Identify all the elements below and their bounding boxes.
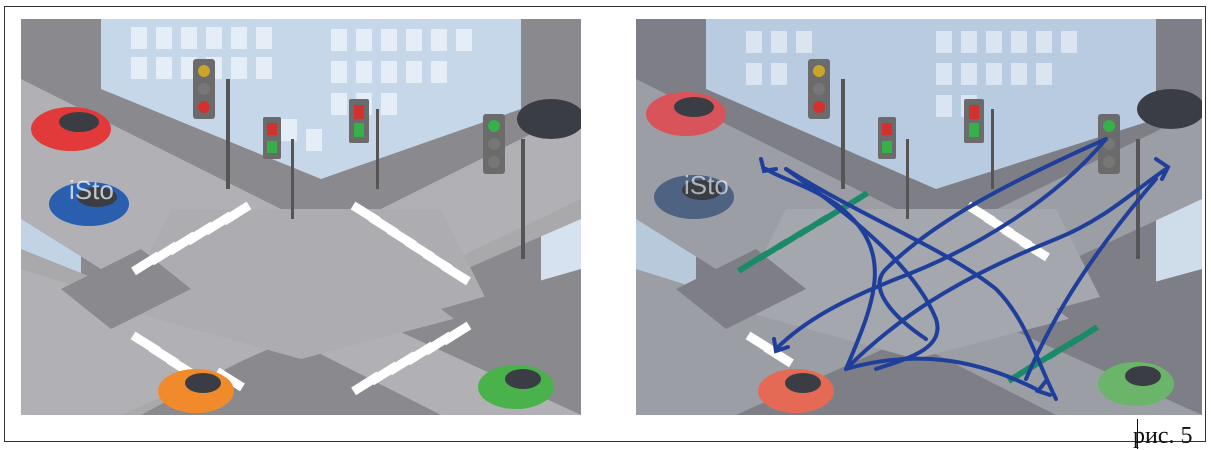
car-icon	[158, 369, 234, 413]
watermark: iSto	[684, 170, 729, 200]
car-icon	[1098, 362, 1174, 406]
figure-caption: рис. 5	[1133, 423, 1193, 450]
car-icon	[478, 365, 554, 409]
intersection-scene-right: iSto	[636, 19, 1202, 415]
car-icon	[646, 92, 726, 136]
car-icon	[758, 369, 834, 413]
text-cursor	[1137, 419, 1138, 449]
car-icon	[31, 107, 111, 151]
intersection-illustration-left: iSto	[21, 19, 581, 415]
intersection-scene-left: iSto	[21, 19, 581, 415]
intersection-illustration-right: iSto	[636, 19, 1202, 415]
watermark: iSto	[69, 175, 114, 205]
figure-frame: iSto	[4, 6, 1206, 442]
car-icon	[1137, 89, 1202, 129]
caption-text: рис. 5	[1133, 423, 1193, 449]
